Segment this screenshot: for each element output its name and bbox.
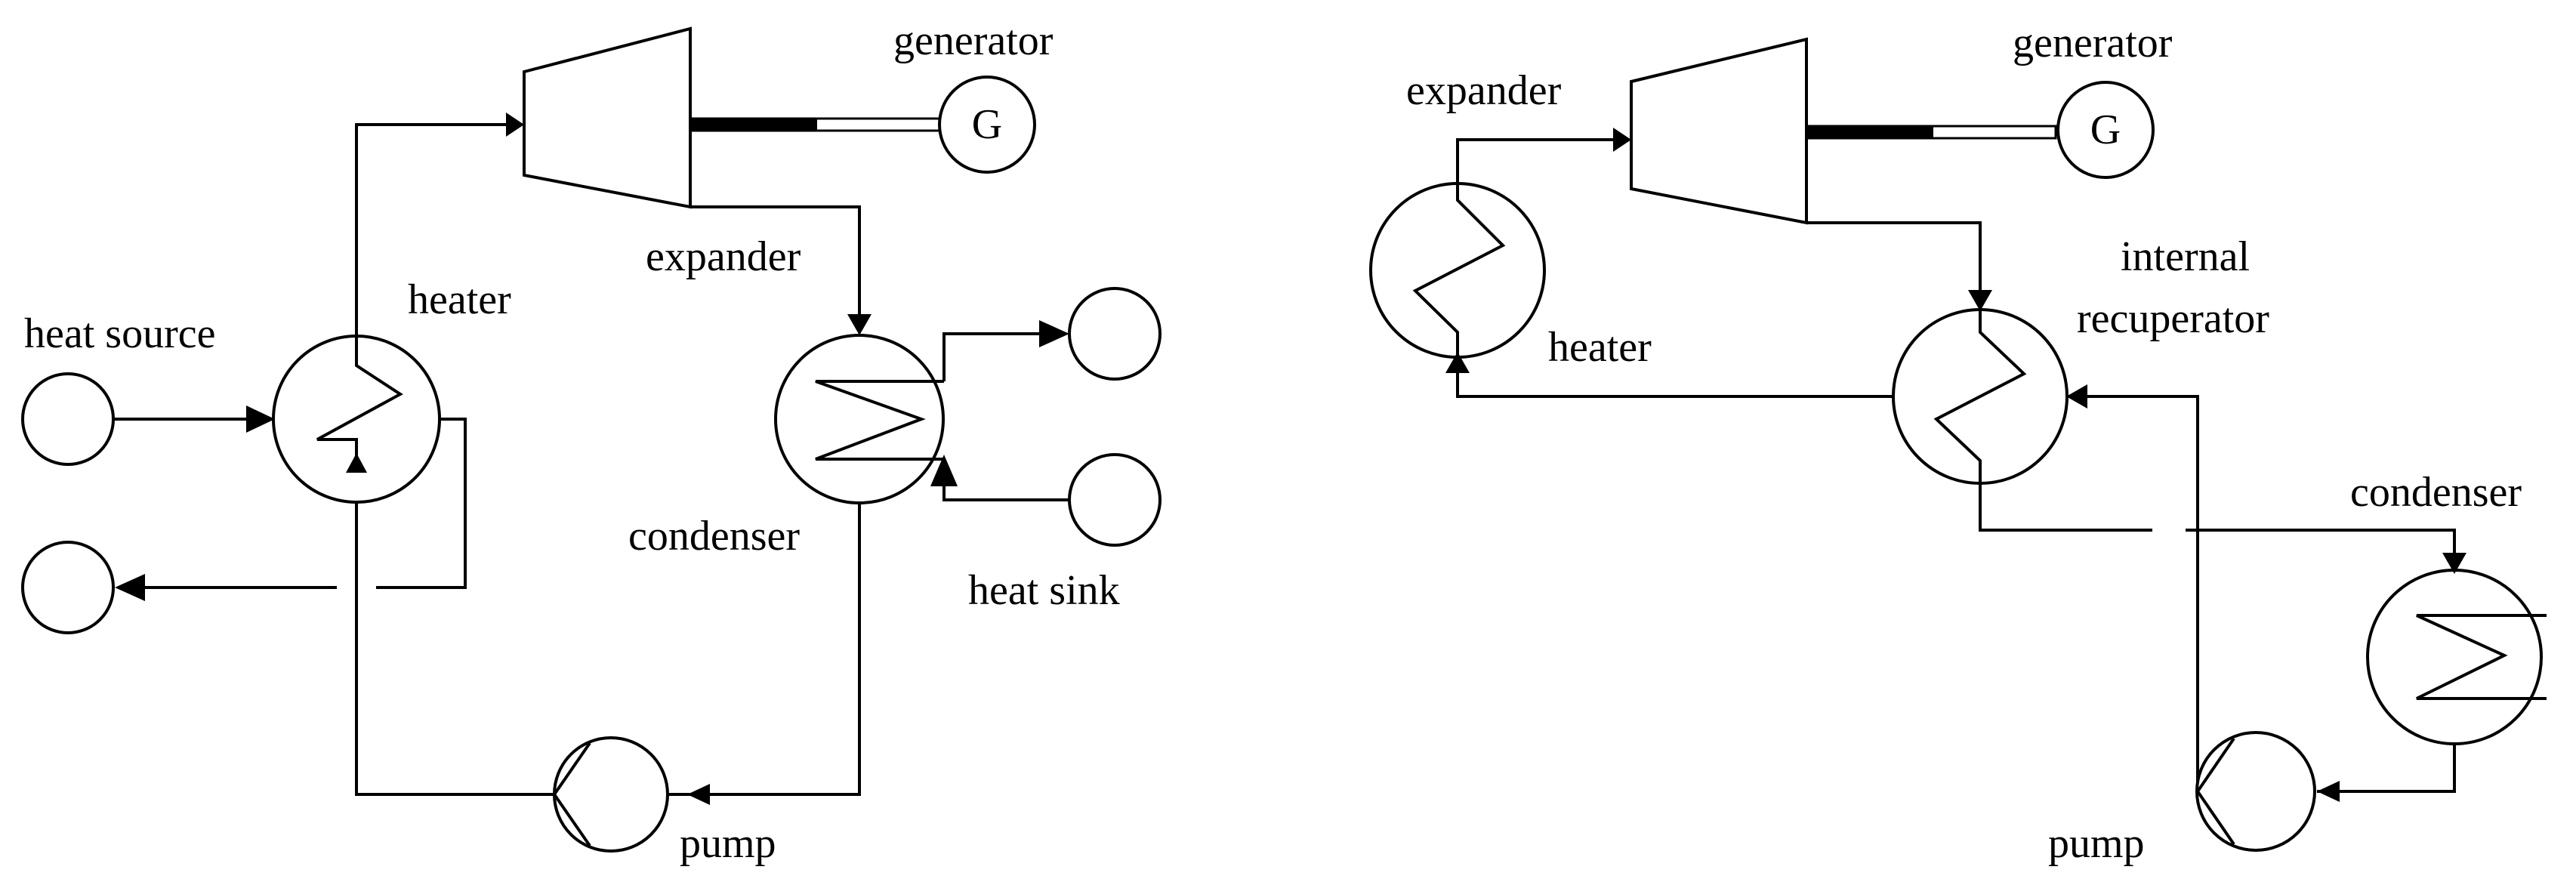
shaft-coupling xyxy=(1806,126,1933,138)
arrow-to-pump xyxy=(687,784,710,805)
arrow-coolant-out xyxy=(1039,320,1069,347)
shaft-coupling xyxy=(690,119,817,131)
expander xyxy=(1630,37,1808,225)
coolant-inlet-circle xyxy=(1068,453,1162,547)
arrow-to-recuperator xyxy=(1968,290,1992,311)
label-recuperator-line1: internal xyxy=(2121,233,2250,280)
label-heater: heater xyxy=(408,276,511,323)
condenser-coil xyxy=(815,380,944,461)
coolant-outlet-circle xyxy=(1068,287,1162,381)
heat-source-outlet-circle xyxy=(21,541,115,634)
arrow-heat-source-in xyxy=(246,406,275,433)
generator-symbol: G xyxy=(972,101,1002,148)
label-heat-sink: heat sink xyxy=(968,567,1120,614)
heater-coil xyxy=(1412,185,1506,355)
pipe-heater-to-expander xyxy=(355,123,514,393)
arrow-to-condenser xyxy=(2442,553,2466,574)
label-expander: expander xyxy=(1406,67,1562,114)
label-condenser: condenser xyxy=(628,513,800,560)
arrow-to-expander xyxy=(1613,128,1631,152)
label-expander: expander xyxy=(646,233,801,280)
left-cycle: G heat source heater expander generator … xyxy=(21,17,1162,867)
pipe-condenser-to-pump xyxy=(2317,744,2456,793)
label-generator: generator xyxy=(893,17,1054,64)
pump xyxy=(553,736,669,853)
pipe-heat-source-return xyxy=(376,418,467,589)
pipe-coolant-out xyxy=(942,332,1042,381)
condenser xyxy=(2366,569,2543,745)
arrow-to-pump xyxy=(2317,781,2340,802)
arrow-to-condenser xyxy=(847,314,872,335)
pump-symbol xyxy=(552,742,591,847)
condenser-coil xyxy=(2416,614,2547,700)
pipe-recuperator-to-condenser-a xyxy=(1979,483,2152,532)
recuperator-coil xyxy=(1933,310,2027,483)
arrow-to-heater xyxy=(1445,352,1470,373)
pipe-pump-to-recuperator xyxy=(2065,395,2199,791)
generator-symbol: G xyxy=(2090,106,2121,153)
right-cycle: G expander generator heater internal rec… xyxy=(1369,20,2547,867)
pump xyxy=(2195,731,2316,852)
label-condenser: condenser xyxy=(2350,469,2522,516)
arrow-to-expander xyxy=(506,113,524,137)
pipe-heater-to-expander xyxy=(1456,138,1627,185)
pipe-condenser-to-pump xyxy=(668,492,861,796)
arrow-to-heater xyxy=(346,453,367,473)
generator xyxy=(938,76,1036,174)
label-heat-source: heat source xyxy=(24,310,215,357)
generator xyxy=(2056,81,2155,179)
label-heater: heater xyxy=(1548,324,1652,371)
heater-coil xyxy=(316,337,403,462)
pipe-coolant-in xyxy=(942,462,1069,501)
label-recuperator-line2: recuperator xyxy=(2077,295,2269,342)
heat-source-inlet-circle xyxy=(21,372,115,466)
pump-symbol xyxy=(2195,737,2235,846)
label-generator: generator xyxy=(2013,20,2173,66)
label-pump: pump xyxy=(680,820,776,867)
pipe-recuperator-to-heater xyxy=(1456,355,1896,398)
pipe-expander-to-condenser xyxy=(690,205,861,317)
arrow-coolant-in xyxy=(930,455,958,486)
pipe-expander-to-recuperator xyxy=(1806,221,1982,295)
label-pump: pump xyxy=(2048,820,2145,867)
expander xyxy=(523,26,692,209)
arrow-pump-to-recuperator xyxy=(2066,384,2087,409)
pipe-pump-to-heater xyxy=(355,462,554,796)
pipe-recuperator-to-condenser-b xyxy=(2186,529,2456,559)
arrow-heat-source-out xyxy=(115,574,145,601)
